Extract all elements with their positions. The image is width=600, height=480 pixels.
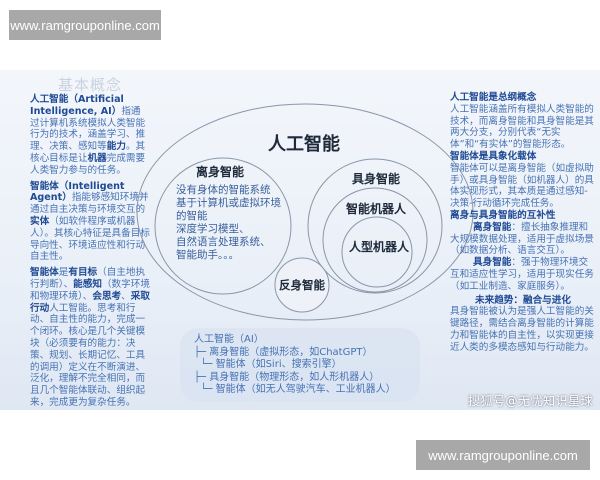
- body-text: 。其核心目标是让: [30, 141, 146, 164]
- body-text: 、: [121, 290, 131, 302]
- highlight-text: 智能体（Intelligent Agent）: [30, 180, 125, 204]
- note: 离身智能：擅长抽象推理和大规模数据处理，适用于虚拟场景（如数据分析、语言交互）。: [450, 222, 596, 257]
- venn-diagram: [136, 103, 474, 321]
- disembodied-description: 没有身体的智能系统 基于计算机或虚拟环境 的智能 深度学习模型、 自然语言处理系…: [176, 184, 281, 262]
- right-notes: 人工智能是总纲概念人工智能涵盖所有模拟人类智能的技术，而离身智能和具身智能是其两…: [450, 92, 596, 354]
- ai-ellipse: [136, 103, 474, 321]
- tree-node: 人工智能（AI）: [194, 334, 264, 345]
- highlight-text: 能感知: [73, 278, 102, 290]
- note-body: ：擅长抽象推理和大规模数据处理，适用于虚拟场景（如数据分析、语言交互）。: [450, 221, 594, 257]
- body-text: （自主地执行判断）、: [30, 267, 146, 290]
- highlight-text: 人工智能（Artificial Intelligence, AI）: [30, 94, 124, 117]
- desc-line: 没有身体的智能系统: [176, 184, 271, 196]
- definition-paragraph: 智能体（Intelligent Agent）指能够感知环境并通过自主决策与环境交…: [30, 181, 150, 264]
- watermark: 搜狐号@无忧知识星球: [468, 394, 594, 408]
- definition-paragraph: 人工智能（Artificial Intelligence, AI）指通过计算机系…: [30, 94, 150, 177]
- body-text: （数字环境和物理环境）、: [30, 278, 150, 302]
- desc-line: 的智能: [176, 210, 208, 222]
- disembodied-circle: [154, 157, 292, 295]
- tree-node: ├─ 离身智能（虚拟形态，如ChatGPT）: [194, 346, 373, 358]
- highlight-text: 有目标: [68, 267, 98, 279]
- disembodied-label: 离身智能: [196, 165, 245, 179]
- reflexive-label: 反身智能: [279, 278, 325, 292]
- note-body: 具身智能被认为是强人工智能的关键路径，需结合离身智能的计算能力和智能体的自主性，…: [450, 306, 594, 353]
- desc-line: 自然语言处理系统、: [176, 236, 271, 248]
- definition-paragraph: 智能体是有目标（自主地执行判断）、能感知（数字环境和物理环境）、会思考、采取行动…: [30, 267, 150, 409]
- note-heading: 离身与具身智能的互补性: [450, 209, 556, 221]
- tree-node: ├─ 具身智能（物理形态，如人形机器人）: [194, 371, 380, 383]
- note-body: ：强于物理环境交互和适应性学习，适用于现实任务（如工业制造、家庭服务）。: [450, 257, 594, 292]
- highlight-text: 实体: [30, 215, 50, 227]
- highlight-text: 会思考: [92, 290, 122, 302]
- left-definitions: 人工智能（Artificial Intelligence, AI）指通过计算机系…: [30, 94, 150, 410]
- highlight-text: 采取行动: [30, 290, 150, 314]
- infographic: 基本概念 人工智能（Artificial Intelligence, AI）指通…: [0, 70, 600, 410]
- website-banner-top: www.ramgrouponline.com: [9, 10, 161, 40]
- desc-line: 深度学习模型、: [176, 223, 250, 235]
- note: 具身智能：强于物理环境交互和适应性学习，适用于现实任务（如工业制造、家庭服务）。: [450, 257, 596, 292]
- highlight-text: 机器: [87, 152, 107, 164]
- section-title: 基本概念: [58, 76, 123, 94]
- embodied-circle: [307, 158, 443, 294]
- tree-node: └─ 智能体（如Siri、搜索引擎）: [194, 359, 342, 370]
- note: 未来趋势：融合与进化具身智能被认为是强人工智能的关键路径，需结合离身智能的计算能…: [450, 295, 596, 354]
- note: 离身与具身智能的互补性: [450, 210, 596, 222]
- body-text: （如软件程序或机器人）。其核心特征是具备目标导向性、环境适应性和行动自主性。: [30, 215, 150, 263]
- note-heading: 智能体是具象化载体: [450, 150, 537, 162]
- note-body: 人工智能涵盖所有模拟人类智能的技术，而离身智能和具身智能是其两大分支，分别代表“…: [450, 103, 594, 151]
- note-heading: 未来趋势：融合与进化: [475, 294, 571, 306]
- ai-label: 人工智能: [268, 134, 340, 155]
- desc-line: 智能助手。。。: [176, 249, 239, 261]
- note: 智能体是具象化载体智能体可以是离身智能（如虚拟助手）或具身智能（如机器人）的具体…: [450, 151, 596, 210]
- body-text: 指通过计算机系统模拟人类智能行为的技术，涵盖学习、推理、决策、感知等: [30, 105, 146, 153]
- humanoid-circle: [341, 216, 413, 288]
- robot-label: 智能机器人: [346, 202, 407, 216]
- note-body: 智能体可以是离身智能（如虚拟助手）或具身智能（如机器人）的具体实现形式，其本质是…: [450, 162, 594, 210]
- note: 人工智能是总纲概念人工智能涵盖所有模拟人类智能的技术，而离身智能和具身智能是其两…: [450, 92, 596, 151]
- highlight-text: 能力: [106, 141, 126, 153]
- hierarchy-tree: 人工智能（AI） ├─ 离身智能（虚拟形态，如ChatGPT） └─ 智能体（如…: [180, 328, 420, 402]
- note-heading: 具身智能: [473, 257, 512, 269]
- body-text: 人工智能。思考和行动、自主性的能力，完成一个闭环。核心是几个关键模块（必须要有的…: [30, 302, 146, 408]
- desc-line: 基于计算机或虚拟环境: [176, 197, 281, 209]
- robot-circle: [322, 187, 428, 293]
- body-text: 是: [58, 267, 69, 279]
- reflexive-circle: [274, 257, 330, 313]
- note-heading: 离身智能: [473, 221, 512, 233]
- note-heading: 人工智能是总纲概念: [450, 92, 537, 103]
- body-text: 完成需要人类智力参与的任务。: [30, 152, 146, 176]
- website-banner-bottom: www.ramgrouponline.com: [416, 440, 590, 470]
- tree-node: └─ 智能体（如无人驾驶汽车、工业机器人）: [194, 384, 396, 395]
- highlight-text: 智能体: [30, 267, 59, 279]
- embodied-label: 具身智能: [352, 172, 401, 186]
- humanoid-label: 人型机器人: [349, 240, 410, 254]
- body-text: 指能够感知环境并通过自主决策与环境交互的: [30, 192, 149, 216]
